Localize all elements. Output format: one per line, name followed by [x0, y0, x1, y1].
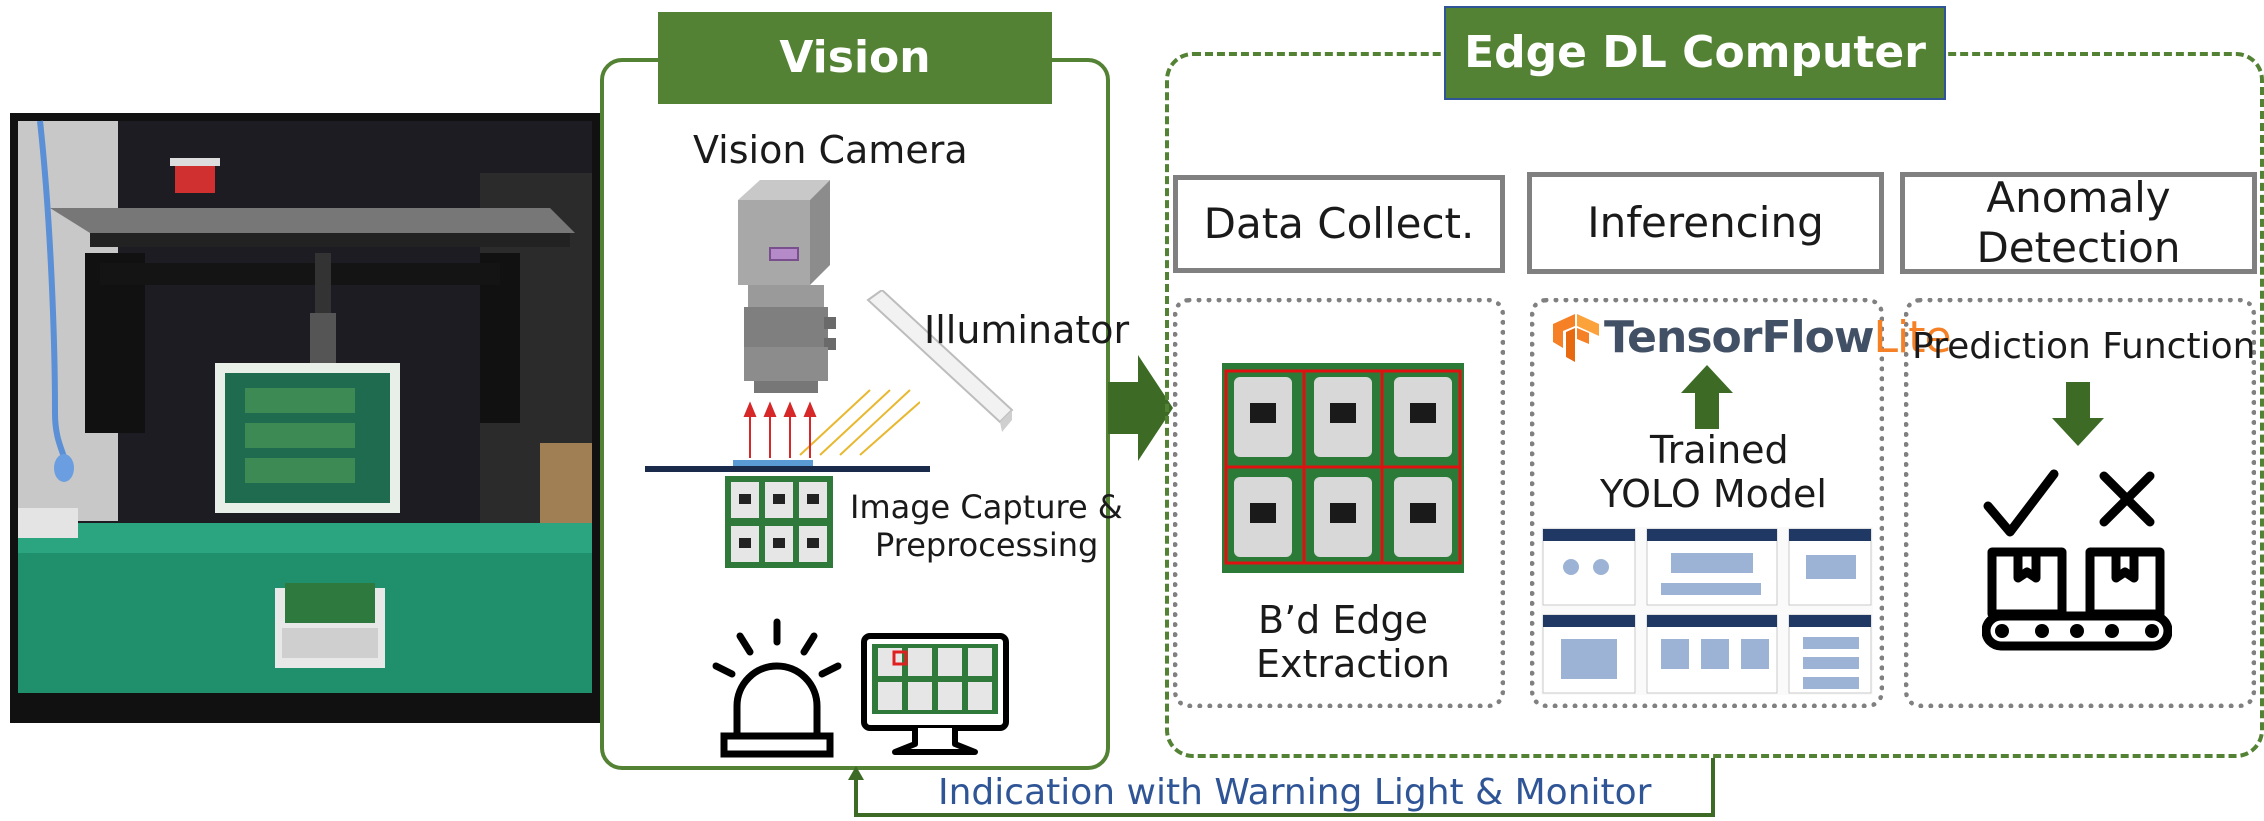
lite-text: Lite	[1873, 312, 1951, 363]
inferencing-box	[1530, 298, 1884, 708]
image-capture-label-1: Image Capture &	[850, 488, 1123, 526]
stage-pcb	[733, 460, 813, 466]
quality-check-conveyor-icon	[1981, 466, 2173, 656]
board-edge-extraction-image	[1222, 363, 1464, 573]
machine-photo	[10, 113, 600, 723]
board-edge-caption-2: Extraction	[1256, 642, 1450, 686]
anomaly-detection-box	[1904, 298, 2256, 708]
prediction-function-label: Prediction Function	[1912, 326, 2256, 367]
pcb-thumbnail	[725, 476, 833, 568]
feedback-label: Indication with Warning Light & Monitor	[938, 772, 1652, 813]
anomaly-detection-header: Anomaly Detection	[1900, 172, 2257, 274]
inferencing-header-text: Inferencing	[1587, 198, 1824, 247]
tensorflow-text: TensorFlow	[1604, 312, 1874, 363]
up-arrow-icon	[1681, 365, 1733, 429]
vision-camera-icon	[730, 180, 840, 395]
inferencing-header: Inferencing	[1527, 172, 1884, 274]
board-edge-caption-1: B’d Edge	[1258, 598, 1428, 642]
edge-dl-title: Edge DL Computer	[1444, 6, 1946, 100]
yolo-model-label: YOLO Model	[1600, 472, 1827, 516]
yolo-pipeline-diagram	[1541, 527, 1873, 695]
vision-inspection-title: Vision Inspection	[658, 12, 1052, 175]
data-collect-box	[1173, 298, 1505, 708]
anomaly-header-line2: Detection	[1976, 223, 2181, 272]
trained-label: Trained	[1650, 428, 1789, 472]
warning-light-icon	[710, 618, 845, 763]
tensorflow-logo-icon	[1553, 314, 1599, 362]
tensorflow-lite-logo: TensorFlowLite	[1604, 312, 1952, 363]
data-collect-header-text: Data Collect.	[1203, 199, 1475, 248]
light-rays	[740, 360, 921, 460]
illuminator-icon	[860, 288, 1020, 440]
data-collect-header: Data Collect.	[1173, 175, 1505, 273]
monitor-icon	[860, 632, 1010, 764]
anomaly-header-line1: Anomaly	[1986, 173, 2171, 222]
flow-arrow	[1108, 355, 1173, 461]
inspection-stage	[645, 466, 930, 472]
image-capture-label-2: Preprocessing	[875, 526, 1099, 564]
vision-camera-label: Vision Camera	[693, 128, 968, 172]
down-arrow-icon	[2052, 382, 2104, 446]
illuminator-label: Illuminator	[924, 308, 1130, 352]
